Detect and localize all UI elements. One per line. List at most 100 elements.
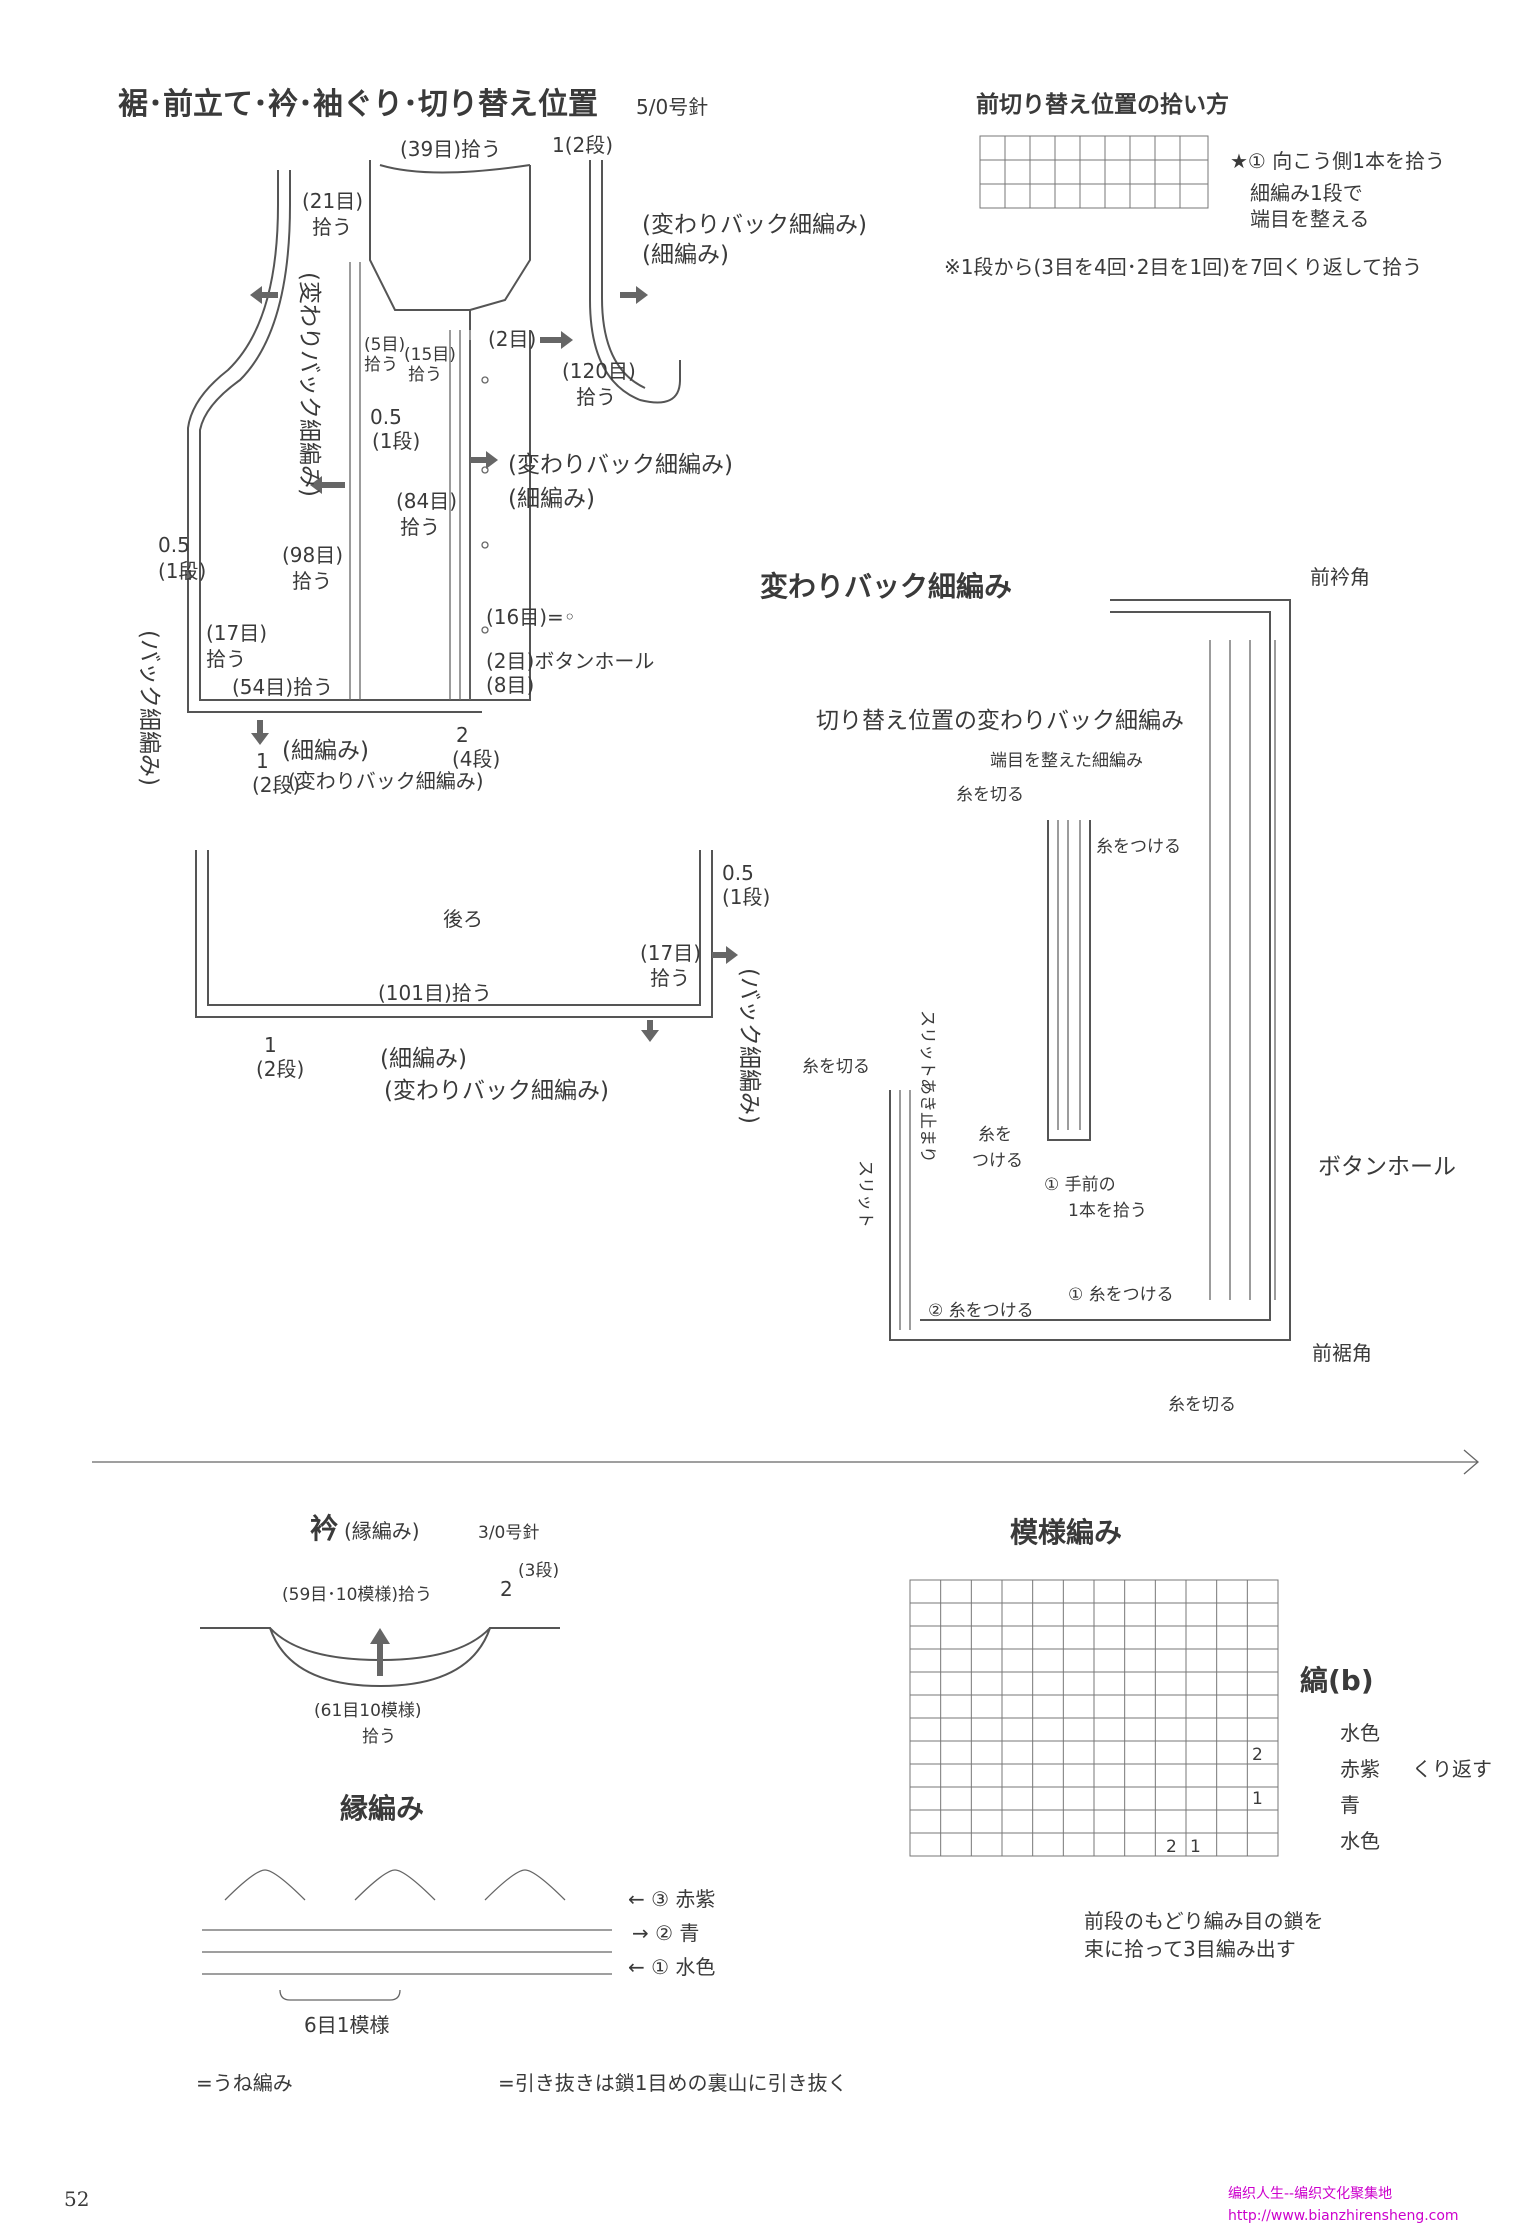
arrow-right-2-head [561, 331, 573, 349]
varback-corner-top: 前衿角 [1310, 565, 1370, 589]
collar-row2b: (3段) [518, 1561, 559, 1581]
front-edging-diagram: 裾･前立て･衿･袖ぐり･切り替え位置 5/0号針 [118, 87, 867, 797]
label-pick39: (39目)拾う [400, 137, 501, 161]
back-outer-edge [195, 850, 713, 1018]
buttonhole-1 [481, 376, 489, 384]
label-backSc-wrap: (バック細編み) [136, 630, 162, 786]
page-number: 52 [64, 2187, 89, 2211]
back-half: 0.5 [722, 861, 754, 885]
back-pick17: (17目) [640, 941, 701, 965]
label-pick84b: 拾う [400, 515, 440, 539]
arrow-left-2-head [310, 476, 322, 494]
right-armhole-inner [601, 160, 646, 389]
back-backSc-wrap: (バック細編み) [736, 968, 762, 1124]
left-front-outline [199, 170, 471, 701]
varback-attach4: ① 糸をつける [1068, 1285, 1174, 1305]
label-half1: 0.5 [370, 405, 402, 429]
label-row1b: (2段) [252, 773, 300, 797]
varback-cut1: 糸を切る [956, 785, 1024, 805]
stripe-repeat: くり返す [1412, 1757, 1492, 1781]
back-diagram: 後ろ (101目)拾う 0.5 (1段) (17目) 拾う (バック細編み) 1… [195, 850, 770, 1124]
collar-needle: 3/0号針 [478, 1523, 539, 1543]
varback-slit-stop-wrap: スリットあき止まり [917, 1010, 937, 1163]
pickup-method: 前切り替え位置の拾い方 ★① 向こう側1本を拾う 細編み1段で 端目を整える ※… [944, 91, 1445, 279]
label-pick54: (54目)拾う [232, 675, 333, 699]
stripe-color-3: 青 [1340, 1793, 1360, 1817]
label-st16: (16目)=◦ [486, 605, 576, 629]
varback-front1b: 1本を拾う [1068, 1201, 1147, 1221]
varback-inner-path [920, 611, 1271, 1321]
neck-inner-edge [369, 160, 471, 330]
neck-top-edge [379, 164, 531, 174]
varback-outer-path [920, 599, 1291, 1341]
label-varBackVert: (変わりバック細編み) [296, 272, 322, 497]
label-pick98b: 拾う [292, 569, 332, 593]
stripe-color-2: 赤紫 [1340, 1757, 1380, 1781]
left-front-outer-edge [187, 170, 482, 713]
buttonhole-3 [481, 541, 489, 549]
label-pick98: (98目) [282, 543, 343, 567]
pattern-col-1: 1 [1190, 1837, 1201, 1857]
back-row1: 1 [264, 1033, 277, 1057]
varback-slit-wrap: スリット [855, 1160, 875, 1228]
label-varBack3: (変わりバック細編み) [288, 769, 484, 793]
pickup-grid-rows [980, 159, 1208, 185]
collar-title: 衿 [310, 1512, 338, 1545]
back-halfb: (1段) [722, 885, 770, 909]
varback-cut3: 糸を切る [1168, 1395, 1236, 1415]
back-sc: (細編み) [380, 1046, 467, 1072]
right-front-edge [470, 330, 531, 701]
pattern-row-2: 2 [1252, 1745, 1263, 1765]
edging-motifs [224, 1869, 566, 1901]
varback-front1: ① 手前の [1044, 1175, 1116, 1195]
varback-slit-edge [889, 1090, 920, 1341]
label-varBack1: (変わりバック細編み) [642, 212, 867, 238]
pickup-grid-cols [1004, 136, 1181, 208]
varback-attach3: ② 糸をつける [928, 1301, 1034, 1321]
label-half1b: (1段) [372, 429, 420, 453]
back-outline [207, 850, 701, 1006]
varback-slit-stop: スリットあき止まり [917, 1010, 937, 1163]
label-pick5b: 拾う [364, 355, 398, 375]
label-st8: (8目) [486, 673, 534, 697]
edging-legend1: =うね編み [196, 2071, 293, 2095]
label-backSc: (バック細編み) [136, 630, 162, 786]
var-back-sc-diagram: 変わりバック細編み 前衿角 切り替え位置の変わりバック細編み 端目を整えた細編み… [760, 565, 1456, 1415]
label-sc1: (細編み) [642, 242, 729, 268]
section-divider-arrow [1463, 1449, 1479, 1475]
edging-repeat-bracket [279, 1989, 401, 2001]
label-pick15b: 拾う [408, 365, 442, 385]
collar-outer-curve [200, 1627, 560, 1688]
label-st2bh: (2目)ボタンホール [486, 649, 654, 673]
collar-pick61: (61目10模様) [314, 1701, 422, 1721]
label-row1: 1 [256, 749, 269, 773]
pattern-grid-lines [910, 1580, 1278, 1856]
arrow-down-1-head [251, 733, 269, 745]
right-armhole-edge [589, 160, 681, 404]
back-title: 後ろ [443, 907, 483, 931]
varback-edge-sc: 端目を整えた細編み [990, 751, 1143, 771]
pickup-note3: 端目を整える [1250, 207, 1369, 231]
varback-slit: スリット [855, 1160, 875, 1228]
label-pick17b: 拾う [206, 647, 246, 671]
label-varBack2: (変わりバック細編み) [508, 452, 733, 478]
front-diagram-needle: 5/0号針 [636, 95, 708, 119]
front-diagram-title: 裾･前立て･衿･袖ぐり･切り替え位置 [118, 87, 598, 122]
edging-motif-3 [484, 1869, 566, 1901]
pickup-note2: 細編み1段で [1250, 181, 1363, 205]
label-half2b: (1段) [158, 559, 206, 583]
footer-line-1: 编织人生--编织文化聚集地 [1228, 2185, 1392, 2202]
stripe-color-4: 水色 [1340, 1829, 1380, 1853]
collar-pick61b: 拾う [362, 1727, 396, 1747]
buttonhole-2 [481, 466, 489, 474]
buttonhole-4 [481, 626, 489, 634]
neck-right-edge [469, 165, 531, 311]
label-row2b: (4段) [452, 747, 500, 771]
label-half2: 0.5 [158, 533, 190, 557]
arrow-right-3-head [636, 286, 648, 304]
edging-row1: ← ① 水色 [628, 1955, 715, 1979]
label-pick21: (21目) [302, 189, 363, 213]
pattern-col-2: 2 [1166, 1837, 1177, 1857]
varback-attach2b: つける [972, 1151, 1023, 1171]
label-pick84: (84目) [396, 489, 457, 513]
